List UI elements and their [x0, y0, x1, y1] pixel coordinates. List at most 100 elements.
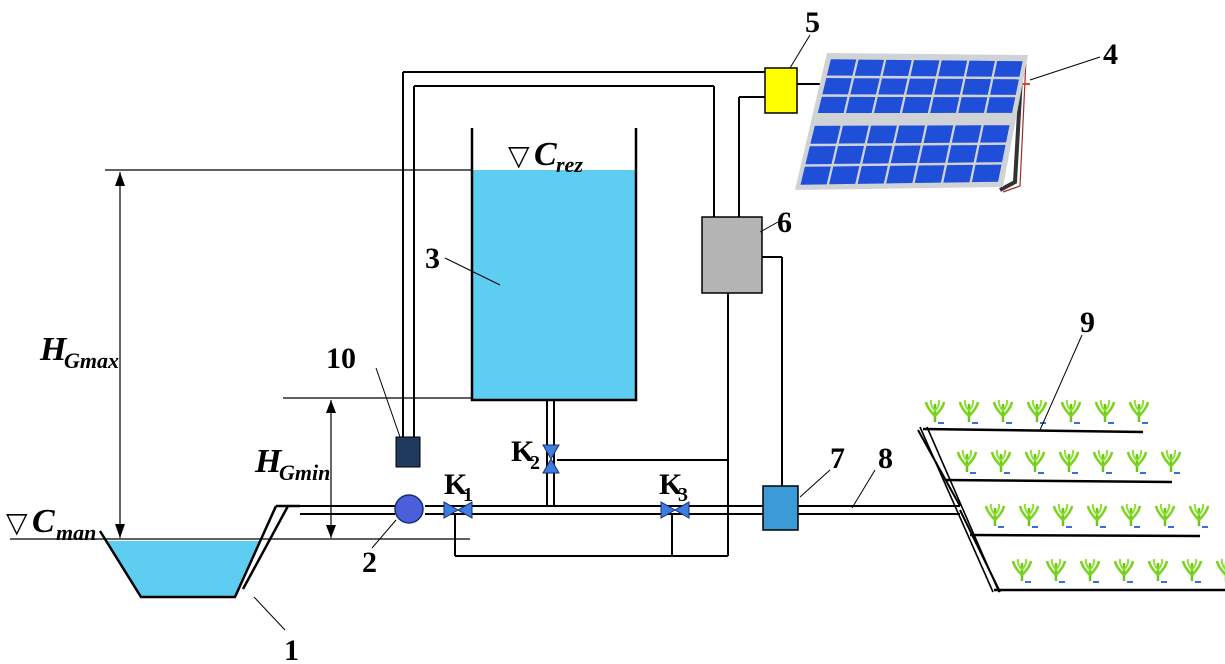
plant-icon: [1094, 398, 1116, 425]
solar-cell: [850, 78, 880, 95]
solar-cell: [878, 78, 908, 95]
solar-cell: [993, 60, 1023, 77]
plant-icon: [1011, 557, 1033, 584]
plant-icon: [956, 448, 978, 475]
head-min-label: H Gmin: [254, 443, 330, 485]
solar-cell: [971, 164, 1002, 183]
svg-text:1: 1: [463, 484, 473, 506]
head-max-label: H Gmax: [39, 331, 119, 373]
solar-cell: [882, 59, 912, 77]
solar-cell: [962, 78, 992, 95]
svg-text:▽: ▽: [6, 506, 28, 539]
plant-icon: [1113, 557, 1135, 584]
solar-cell: [800, 166, 831, 185]
number-5: 5: [805, 6, 820, 39]
number-4: 4: [1103, 38, 1118, 71]
solar-cell: [810, 125, 841, 144]
plant-icon: [924, 398, 946, 425]
valve-k3-label: K 3: [659, 468, 688, 506]
controller-box: [764, 67, 798, 114]
solar-panel-icon: [795, 53, 1030, 193]
svg-text:K: K: [444, 468, 468, 501]
solar-cell: [986, 97, 1016, 113]
plant-icon: [1128, 398, 1150, 425]
solar-cells: [800, 59, 1023, 185]
source-level-label: ▽ C man: [6, 503, 96, 545]
dimension-lines: [10, 169, 472, 540]
valve-icon: [660, 501, 690, 519]
number-8: 8: [878, 442, 893, 475]
solar-cell: [829, 166, 860, 185]
plant-icon: [984, 502, 1006, 529]
plant-icon: [1079, 557, 1101, 584]
valve-k2-label: K 2: [511, 435, 540, 474]
sensor-box: [395, 436, 421, 468]
svg-text:C: C: [32, 503, 55, 540]
solar-cell: [874, 96, 904, 113]
plant-icon: [1045, 557, 1067, 584]
plant-icon: [990, 448, 1012, 475]
valve-icon: [443, 501, 473, 519]
valve-icon: [542, 444, 560, 474]
plant-icon: [1092, 448, 1114, 475]
solar-cell: [895, 125, 926, 144]
solar-cell: [886, 165, 917, 184]
plant-icon: [1026, 398, 1048, 425]
plant-icon: [1120, 502, 1142, 529]
solar-cell: [980, 125, 1010, 143]
solar-cell: [822, 78, 852, 95]
svg-text:Gmin: Gmin: [279, 460, 330, 485]
plant-icon: [1188, 502, 1210, 529]
solar-cell: [890, 145, 921, 164]
solar-cell: [805, 146, 836, 165]
plant-icon: [958, 398, 980, 425]
filter-box: [762, 485, 799, 531]
svg-text:▽: ▽: [508, 139, 530, 172]
plant-icon: [1058, 448, 1080, 475]
solar-cell: [947, 145, 978, 163]
plants: [924, 398, 1225, 584]
number-3: 3: [425, 242, 440, 275]
solar-cell: [990, 79, 1019, 95]
plant-icon: [1024, 448, 1046, 475]
solar-cell: [966, 60, 995, 77]
svg-text:H: H: [254, 443, 283, 480]
solar-cell: [833, 145, 865, 164]
solar-cell: [862, 145, 893, 164]
solar-cell: [817, 96, 848, 114]
svg-text:2: 2: [530, 452, 540, 474]
number-9: 9: [1080, 306, 1095, 339]
number-1: 1: [284, 634, 299, 664]
plant-icon: [1160, 448, 1182, 475]
number-7: 7: [830, 442, 845, 475]
plant-icon: [1060, 398, 1082, 425]
number-2: 2: [362, 546, 377, 579]
plant-icon: [1154, 502, 1176, 529]
solar-cell: [866, 125, 897, 144]
plant-icon: [1215, 557, 1225, 584]
solar-cell: [919, 145, 949, 163]
solar-cell: [938, 60, 968, 77]
plant-icon: [1086, 502, 1108, 529]
pipes: [288, 71, 960, 557]
solar-cell: [914, 165, 945, 184]
solar-cell: [943, 164, 974, 183]
solar-cell: [854, 59, 884, 76]
solar-cell: [902, 97, 932, 113]
reservoir-level-label: ▽ C rez: [508, 136, 583, 177]
control-unit-box: [701, 216, 763, 294]
leader-lines: [253, 34, 1101, 631]
svg-text:man: man: [56, 520, 96, 545]
svg-text:C: C: [534, 136, 557, 173]
svg-text:K: K: [511, 435, 535, 468]
solar-cell: [845, 96, 876, 114]
svg-text:H: H: [39, 331, 68, 368]
dimension-arrowheads: [115, 172, 336, 538]
solar-cell: [958, 97, 988, 113]
svg-text:Gmax: Gmax: [64, 348, 119, 373]
svg-text:3: 3: [678, 484, 688, 506]
source-pond: [98, 504, 300, 599]
solar-cell: [976, 144, 1006, 163]
solar-cell: [838, 125, 869, 144]
